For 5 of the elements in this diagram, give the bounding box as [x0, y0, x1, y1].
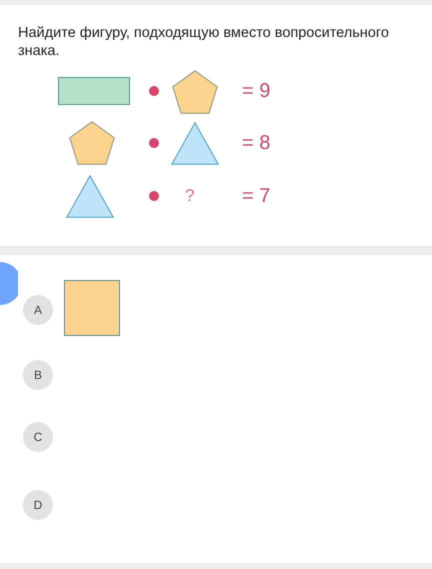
- question-text: Найдите фигуру, подходящую вместо вопросительного знака.: [18, 24, 390, 60]
- equation-result: = 7: [242, 185, 270, 207]
- equation-result: = 8: [242, 132, 270, 154]
- question-mark: ?: [185, 186, 194, 206]
- equation-result: = 9: [242, 80, 270, 102]
